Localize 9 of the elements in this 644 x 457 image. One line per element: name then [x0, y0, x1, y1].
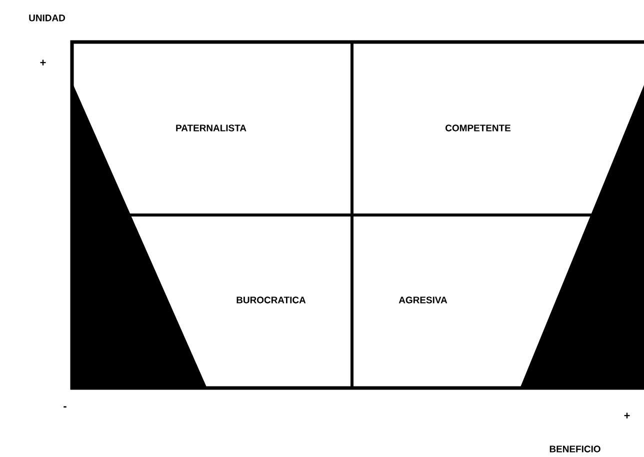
axis-sign: -	[64, 406, 66, 408]
quadrant-label: AGRESIVA	[398, 296, 448, 304]
quadrant-label: BUROCRATICA	[236, 296, 306, 304]
quadrant-label: PATERNALISTA	[176, 124, 246, 132]
axis-label: BENEFICIO	[550, 446, 600, 452]
axis-sign: +	[624, 412, 630, 418]
axis-sign: +	[40, 60, 46, 66]
axis-label: UNIDAD	[29, 14, 65, 22]
quadrant-label: COMPETENTE	[446, 124, 510, 132]
